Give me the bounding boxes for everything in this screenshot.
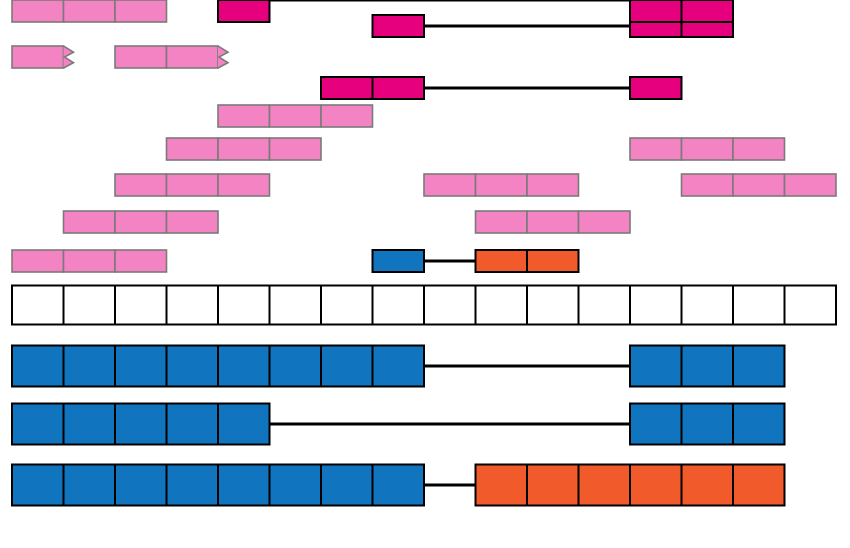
reference-cell [474, 284, 528, 326]
reference-cell [268, 284, 322, 326]
read-track-7-segment-1-cell [165, 210, 219, 234]
read-track-6-segment-2-cell [423, 173, 477, 197]
transcript-2-segment-1-cell [165, 402, 219, 446]
read-track-9-segment-1-cell [11, 0, 65, 23]
transcript-3-segment-2-cell [680, 463, 734, 507]
reference-cell [114, 284, 168, 326]
transcript-3-segment-1-cell [114, 463, 168, 507]
read-track-6-segment-2-cell [526, 173, 580, 197]
transcript-3-segment-1-cell [268, 463, 322, 507]
transcript-3-segment-1-cell [371, 463, 425, 507]
transcript-3-segment-2-cell [629, 463, 683, 507]
transcript-3-segment-2-cell [526, 463, 580, 507]
transcript-3-segment-1-cell [217, 463, 271, 507]
read-track-8-segment-2-cell [371, 249, 425, 273]
read-track-5-segment-1-cell [217, 137, 271, 161]
transcript-1-segment-1-cell [268, 344, 322, 388]
read-track-4-segment-1-cell [217, 104, 271, 128]
read-track-6-segment-3-cell [783, 173, 837, 197]
reference-cell [732, 284, 786, 326]
read-track-6-segment-3-cell [680, 173, 734, 197]
read-track-3-segment-1-cell [371, 76, 425, 100]
transcript-2-segment-1-cell [62, 402, 116, 446]
read-track-7-segment-2-cell [474, 210, 528, 234]
read-track-6-segment-1-cell [217, 173, 271, 197]
transcript-1-segment-1-cell [165, 344, 219, 388]
transcript-1-segment-1-cell [114, 344, 168, 388]
read-track-8-segment-1-cell [11, 249, 65, 273]
read-track-7-segment-1-cell [114, 210, 168, 234]
read-track-2-segment-2-cell [165, 45, 219, 69]
reference-cell [165, 284, 219, 326]
reference-cell [577, 284, 631, 326]
read-track-5-segment-2-cell [732, 137, 786, 161]
transcript-1-segment-1-cell [217, 344, 271, 388]
transcript-2-segment-2-cell [680, 402, 734, 446]
soft-clip-marker [217, 45, 230, 69]
reference-cell [320, 284, 374, 326]
read-track-9-segment-3-cell [629, 0, 683, 23]
read-track-9-segment-2-cell [217, 0, 271, 23]
read-track-5-segment-1-cell [268, 137, 322, 161]
read-track-1-segment-1-cell [371, 14, 425, 38]
transcript-3-segment-1-cell [320, 463, 374, 507]
reference-cell [783, 284, 837, 326]
reference-cell [629, 284, 683, 326]
transcript-1-segment-1-cell [62, 344, 116, 388]
read-track-8-segment-1-cell [62, 249, 116, 273]
transcript-2-segment-1-cell [217, 402, 271, 446]
transcript-3-segment-1-cell [11, 463, 65, 507]
transcript-2-segment-2-cell [732, 402, 786, 446]
reference-cell [11, 284, 65, 326]
read-track-5-segment-1-cell [165, 137, 219, 161]
transcript-3-segment-1-cell [165, 463, 219, 507]
transcript-1-segment-1-cell [320, 344, 374, 388]
transcript-1-segment-2-cell [732, 344, 786, 388]
read-track-8-segment-3-cell [474, 249, 528, 273]
read-track-4-segment-1-cell [268, 104, 322, 128]
read-track-9-segment-1-cell [62, 0, 116, 23]
reference-cell [62, 284, 116, 326]
reference-cell [526, 284, 580, 326]
read-track-6-segment-1-cell [165, 173, 219, 197]
reference-cell [217, 284, 271, 326]
read-track-5-segment-2-cell [680, 137, 734, 161]
transcript-1-segment-2-cell [629, 344, 683, 388]
reference-cell [423, 284, 477, 326]
transcript-3-segment-1-cell [62, 463, 116, 507]
read-track-7-segment-2-cell [577, 210, 631, 234]
read-track-4-segment-1-cell [320, 104, 374, 128]
transcript-3-segment-2-cell [732, 463, 786, 507]
read-track-3-segment-2-cell [629, 76, 683, 100]
soft-clip-marker [62, 45, 76, 69]
read-track-8-segment-3-cell [526, 249, 580, 273]
transcript-1-segment-1-cell [11, 344, 65, 388]
read-track-2-segment-2-cell [114, 45, 168, 69]
read-track-7-segment-2-cell [526, 210, 580, 234]
transcript-1-segment-1-cell [371, 344, 425, 388]
read-track-6-segment-3-cell [732, 173, 786, 197]
read-track-9-segment-1-cell [114, 0, 168, 23]
read-track-5-segment-2-cell [629, 137, 683, 161]
transcript-3-segment-2-cell [577, 463, 631, 507]
transcript-2-segment-1-cell [114, 402, 168, 446]
transcript-2-segment-1-cell [11, 402, 65, 446]
transcript-2-segment-2-cell [629, 402, 683, 446]
read-track-9-segment-3-cell [680, 0, 734, 23]
read-track-2-segment-1-cell [11, 45, 65, 69]
transcript-3-segment-2-cell [474, 463, 528, 507]
read-track-8-segment-1-cell [114, 249, 168, 273]
reference-cell [680, 284, 734, 326]
read-track-6-segment-2-cell [474, 173, 528, 197]
reference-cell [371, 284, 425, 326]
transcript-1-segment-2-cell [680, 344, 734, 388]
read-track-7-segment-1-cell [62, 210, 116, 234]
read-track-6-segment-1-cell [114, 173, 168, 197]
read-track-3-segment-1-cell [320, 76, 374, 100]
